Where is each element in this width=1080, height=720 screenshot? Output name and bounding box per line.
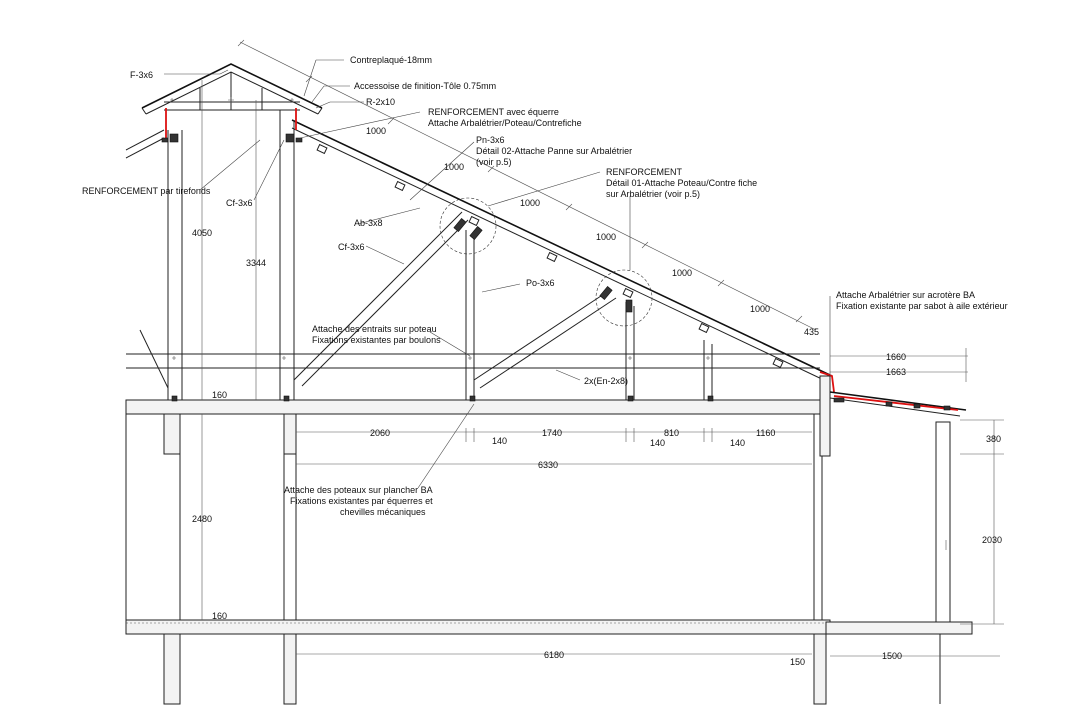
dim-1740: 1740: [542, 428, 562, 438]
dimension-lines: [201, 39, 1004, 657]
dim-810: 810: [664, 428, 679, 438]
dim-4050: 4050: [192, 228, 212, 238]
dim-slope-1000-1: 1000: [366, 126, 386, 136]
label-attache-acrotere-2: Fixation existante par sabot à aile exté…: [836, 301, 1008, 311]
label-r-2x10: R-2x10: [366, 97, 395, 107]
label-ab-3x8: Ab-3x8: [354, 218, 383, 228]
dim-160-top: 160: [212, 390, 227, 400]
dim-2480: 2480: [192, 514, 212, 524]
dim-slope-1000-6: 1000: [750, 304, 770, 314]
label-cf-3x6-b: Cf-3x6: [338, 242, 365, 252]
callout-leaders: [164, 59, 831, 489]
label-renf-equerre-1: RENFORCEMENT avec équerre: [428, 107, 559, 117]
label-contreplaque: Contreplaqué-18mm: [350, 55, 432, 65]
label-pn-3x6: Pn-3x6: [476, 135, 505, 145]
label-en-2x8: 2x(En-2x8): [584, 376, 628, 386]
label-attache-poteaux-1: Attache des poteaux sur plancher BA: [284, 485, 433, 495]
dim-slope-1000-2: 1000: [444, 162, 464, 172]
dim-slope-1000-3: 1000: [520, 198, 540, 208]
roof-structure: [125, 63, 835, 400]
dim-1500: 1500: [882, 651, 902, 661]
dimension-labels: 4050 3344 160 2480 160 1000 1000 1000 10…: [192, 126, 1002, 667]
dim-2060: 2060: [370, 428, 390, 438]
label-voir-p5-a: (voir p.5): [476, 157, 512, 167]
annotation-labels: F-3x6 Contreplaqué-18mm Accessoise de fi…: [82, 55, 1008, 517]
dim-140-b: 140: [650, 438, 665, 448]
label-detail02: Détail 02-Attache Panne sur Arbalétrier: [476, 146, 632, 156]
dim-380: 380: [986, 434, 1001, 444]
label-renf-detail01-1: RENFORCEMENT: [606, 167, 683, 177]
label-attache-entraits-1: Attache des entraits sur poteau: [312, 324, 437, 334]
label-attache-poteaux-3: chevilles mécaniques: [340, 507, 426, 517]
dim-6180: 6180: [544, 650, 564, 660]
dim-435: 435: [804, 327, 819, 337]
label-renf-detail01-2: Détail 01-Attache Poteau/Contre fiche: [606, 178, 757, 188]
label-cf-3x6-a: Cf-3x6: [226, 198, 253, 208]
dim-140-a: 140: [492, 436, 507, 446]
dim-160-bot: 160: [212, 611, 227, 621]
concrete-structure: [125, 375, 973, 705]
dim-2030: 2030: [982, 535, 1002, 545]
label-attache-poteaux-2: Fixations existantes par équerres et: [290, 496, 433, 506]
label-accessoire: Accessoise de finition-Tôle 0.75mm: [354, 81, 496, 91]
label-renf-detail01-3: sur Arbalétrier (voir p.5): [606, 189, 700, 199]
dim-6330: 6330: [538, 460, 558, 470]
label-f-3x6: F-3x6: [130, 70, 153, 80]
dim-150: 150: [790, 657, 805, 667]
label-renf-tirefonds: RENFORCEMENT par tirefonds: [82, 186, 211, 196]
label-attache-entraits-2: Fixations existantes par boulons: [312, 335, 441, 345]
dim-1160: 1160: [756, 428, 775, 438]
dim-140-c: 140: [730, 438, 745, 448]
label-attache-acrotere-1: Attache Arbalétrier sur acrotère BA: [836, 290, 975, 300]
label-po-3x6: Po-3x6: [526, 278, 555, 288]
dim-1663: 1663: [886, 367, 906, 377]
dim-1660: 1660: [886, 352, 906, 362]
dim-slope-1000-5: 1000: [672, 268, 692, 278]
label-renf-equerre-2: Attache Arbalétrier/Poteau/Contrefiche: [428, 118, 582, 128]
dim-slope-1000-4: 1000: [596, 232, 616, 242]
dim-3344: 3344: [246, 258, 266, 268]
